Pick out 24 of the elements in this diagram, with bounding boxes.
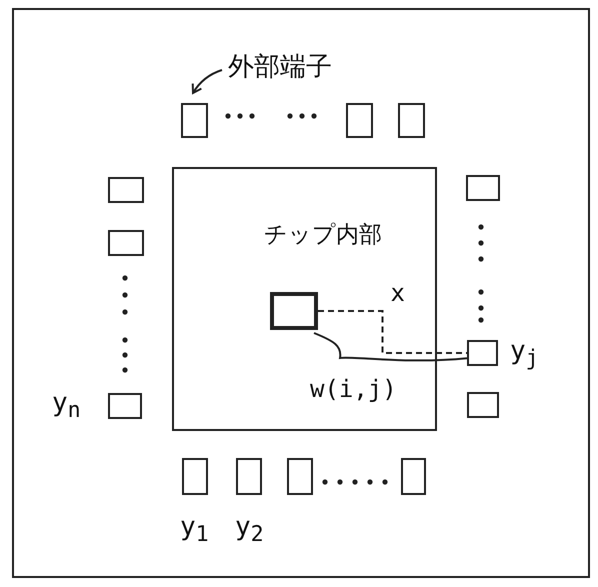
brace (314, 332, 468, 362)
terminal-pad (181, 103, 208, 138)
terminal-pad (287, 458, 313, 495)
module-box (270, 292, 318, 330)
terminal-label: y$_{n}$ (52, 388, 81, 424)
terminal-pad (466, 175, 500, 201)
terminal-pad (182, 458, 208, 495)
terminal-pad (467, 392, 499, 418)
terminal-pad (108, 393, 142, 419)
terminal-pad (401, 458, 426, 495)
terminal-pad (398, 103, 425, 138)
dashed-wire (318, 310, 467, 354)
terminal-pad (108, 177, 144, 203)
arrow (192, 69, 222, 94)
chip-outline (172, 167, 437, 431)
chip-title: チップ内部 (264, 221, 382, 250)
terminal-pad (467, 340, 498, 366)
terminal-pad (346, 103, 373, 138)
terminal-label: y$_{1}$ (180, 512, 209, 548)
terminal-label: y$_{2}$ (235, 512, 264, 548)
terminal-pad (236, 458, 262, 495)
terminal-label: y$_{j}$ (510, 336, 539, 372)
terminal-pad (108, 230, 144, 256)
annotation-text: 外部端子 (228, 50, 373, 84)
